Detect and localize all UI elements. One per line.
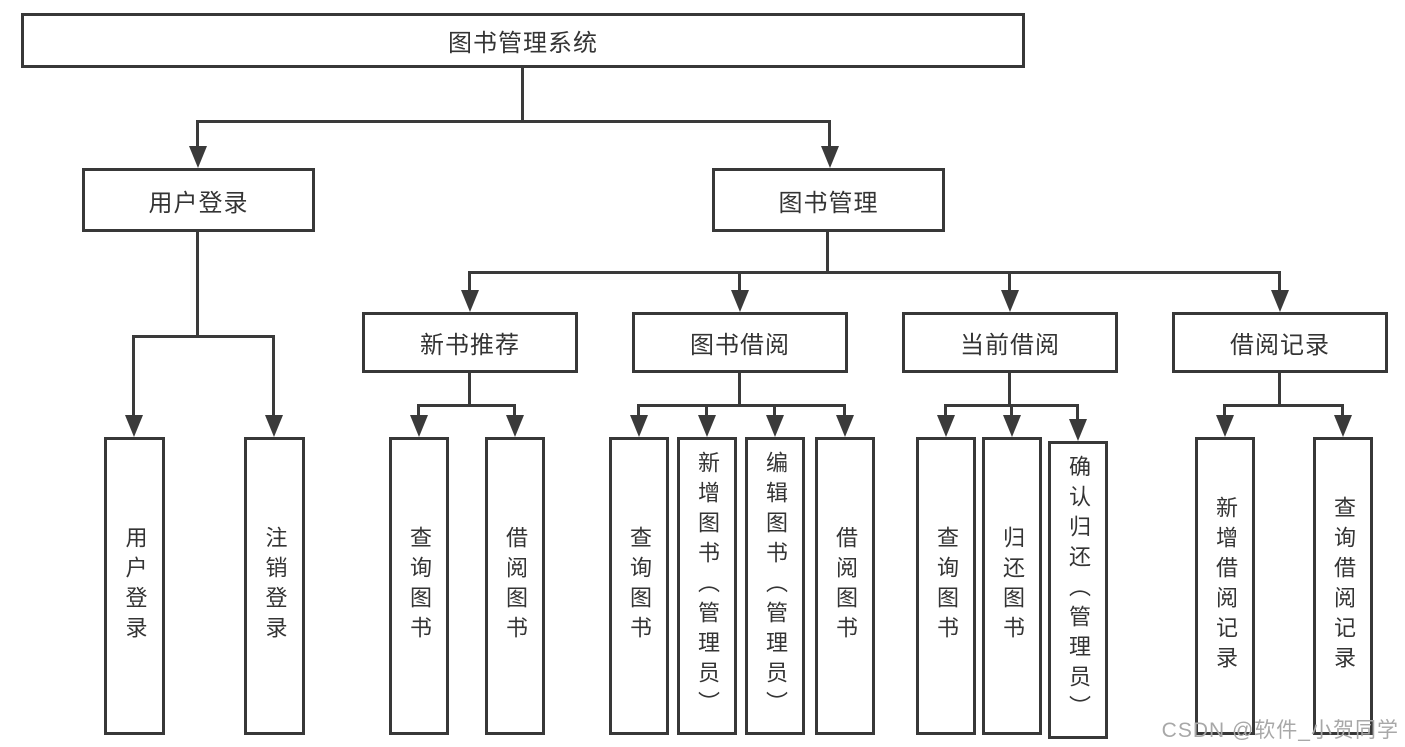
connector-line xyxy=(521,66,524,122)
connector-line xyxy=(417,404,420,418)
connector-line xyxy=(132,335,135,419)
arrowhead-down xyxy=(821,146,839,168)
node-library-system: 图书管理系统 xyxy=(21,13,1025,68)
leaf-query-borrow-record: 查询借阅记录 xyxy=(1313,437,1373,735)
connector-line xyxy=(272,335,275,419)
node-current-borrowing: 当前借阅 xyxy=(902,312,1118,373)
arrowhead-down xyxy=(698,415,716,437)
connector-line xyxy=(1076,404,1079,422)
connector-line xyxy=(417,404,516,407)
leaf-confirm-return-admin: 确认归还（管理员） xyxy=(1048,441,1108,739)
connector-line xyxy=(1278,371,1281,407)
leaf-edit-books-admin: 编辑图书（管理员） xyxy=(745,437,805,735)
node-user-login: 用户登录 xyxy=(82,168,315,232)
connector-line xyxy=(468,271,471,293)
watermark: CSDN @软件_小贺同学 xyxy=(1161,719,1399,742)
leaf-query-books-borrowing: 查询图书 xyxy=(609,437,669,735)
connector-line xyxy=(828,120,831,150)
leaf-label: 归还图书 xyxy=(1000,526,1025,646)
connector-line xyxy=(1341,404,1344,418)
leaf-label: 查询借阅记录 xyxy=(1331,496,1356,676)
arrowhead-down xyxy=(1001,290,1019,312)
leaf-label: 查询图书 xyxy=(407,526,432,646)
arrowhead-down xyxy=(836,415,854,437)
arrowhead-down xyxy=(1271,290,1289,312)
leaf-label: 新增借阅记录 xyxy=(1213,496,1238,676)
arrowhead-down xyxy=(1069,419,1087,441)
arrowhead-down xyxy=(461,290,479,312)
connector-line xyxy=(132,335,275,338)
node-book-management: 图书管理 xyxy=(712,168,945,232)
leaf-logout: 注销登录 xyxy=(244,437,305,735)
connector-line xyxy=(196,230,199,337)
connector-line xyxy=(196,120,831,123)
arrowhead-down xyxy=(731,290,749,312)
connector-line xyxy=(468,371,471,407)
leaf-add-books-admin: 新增图书（管理员） xyxy=(677,437,737,735)
leaf-query-books-current: 查询图书 xyxy=(916,437,976,735)
leaf-return-books: 归还图书 xyxy=(982,437,1042,735)
leaf-label: 确认归还（管理员） xyxy=(1066,455,1091,725)
leaf-user-login: 用户登录 xyxy=(104,437,165,735)
arrowhead-down xyxy=(766,415,784,437)
arrowhead-down xyxy=(630,415,648,437)
leaf-borrow-books-borrowing: 借阅图书 xyxy=(815,437,875,735)
connector-line xyxy=(738,271,741,293)
connector-line xyxy=(1223,404,1344,407)
node-label: 图书管理系统 xyxy=(448,30,598,57)
leaf-label: 查询图书 xyxy=(934,526,959,646)
node-label: 借阅记录 xyxy=(1230,332,1330,359)
connector-line xyxy=(468,271,1281,274)
leaf-label: 编辑图书（管理员） xyxy=(763,451,788,721)
leaf-borrow-books-recommend: 借阅图书 xyxy=(485,437,545,735)
node-book-borrowing: 图书借阅 xyxy=(632,312,848,373)
arrowhead-down xyxy=(1334,415,1352,437)
leaf-label: 用户登录 xyxy=(122,526,148,646)
connector-line xyxy=(773,404,776,418)
connector-line xyxy=(738,371,741,407)
leaf-label: 借阅图书 xyxy=(833,526,858,646)
leaf-label: 注销登录 xyxy=(262,526,288,646)
arrowhead-down xyxy=(506,415,524,437)
leaf-label: 新增图书（管理员） xyxy=(695,451,720,721)
node-label: 图书管理 xyxy=(778,189,879,217)
node-borrowing-records: 借阅记录 xyxy=(1172,312,1388,373)
connector-line xyxy=(513,404,516,418)
connector-line xyxy=(1008,271,1011,293)
node-label: 当前借阅 xyxy=(960,332,1060,359)
leaf-add-borrow-record: 新增借阅记录 xyxy=(1195,437,1255,735)
leaf-query-books-recommend: 查询图书 xyxy=(389,437,449,735)
arrowhead-down xyxy=(1003,415,1021,437)
connector-line xyxy=(705,404,708,418)
arrowhead-down xyxy=(265,415,283,437)
connector-line xyxy=(1008,371,1011,407)
connector-line xyxy=(1278,271,1281,293)
arrowhead-down xyxy=(1216,415,1234,437)
node-new-book-recommend: 新书推荐 xyxy=(362,312,578,373)
arrowhead-down xyxy=(937,415,955,437)
connector-line xyxy=(637,404,846,407)
connector-line xyxy=(196,120,199,150)
connector-line xyxy=(1223,404,1226,418)
node-label: 新书推荐 xyxy=(420,332,520,359)
leaf-label: 借阅图书 xyxy=(503,526,528,646)
arrowhead-down xyxy=(189,146,207,168)
node-label: 用户登录 xyxy=(148,189,249,217)
connector-line xyxy=(637,404,640,418)
connector-line xyxy=(1010,404,1013,418)
node-label: 图书借阅 xyxy=(690,332,790,359)
leaf-label: 查询图书 xyxy=(627,526,652,646)
connector-line xyxy=(944,404,947,418)
arrowhead-down xyxy=(125,415,143,437)
connector-line xyxy=(826,230,829,273)
connector-line xyxy=(843,404,846,418)
arrowhead-down xyxy=(410,415,428,437)
